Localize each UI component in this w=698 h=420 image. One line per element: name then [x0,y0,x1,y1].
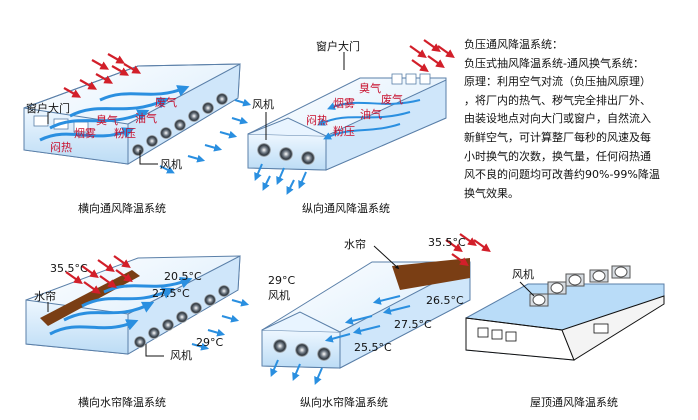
d1-oil-gas-label: 油气 [135,112,157,125]
d2-smoke-label: 烟雾 [333,97,355,110]
d4-caption: 纵向水帘降温系统 [300,396,388,409]
d1-fan-label: 风机 [160,158,182,171]
d3-caption: 横向水帘降温系统 [78,396,166,409]
d1-odor-label: 臭气 [96,114,118,127]
description-line-2: ，将厂内的热气、秽气完全排出厂外、 [464,93,651,107]
description-line-6: 风不良的问题均可改善约90%-99%降温 [464,168,660,182]
diagram-4-pointer-lines [373,245,400,270]
diagram-1-fans [132,93,228,156]
d2-window-door-label: 窗户大门 [316,40,360,53]
diagram-3-fans [134,285,230,348]
description-line-7: 换气效果。 [464,186,519,200]
d1-waste-gas-label: 废气 [155,96,177,109]
description-title: 负压通风降温系统： [464,38,563,51]
d2-waste-gas-label: 废气 [381,93,403,106]
diagram-2-building [247,73,447,171]
diagram-5-building [465,283,665,361]
d2-odor-label: 臭气 [359,82,381,95]
description-line-5: 小时换气的次数，换气量，任何闷热通 [464,149,651,163]
diagram-3-hot-air-arrows [65,255,133,295]
d2-dust-label: 粉压 [333,125,355,138]
d4-temp-27-5: 27.5°C [394,318,432,331]
d2-caption: 纵向通风降温系统 [302,202,390,215]
diagram-2-hot-air-arrows [409,39,455,73]
d2-oil-gas-label: 油气 [360,108,382,121]
description-subtitle: 负压式抽风降温系统-通风换气系统： [464,56,644,70]
description-line-1: 原理：利用空气对流（负压抽风原理） [464,75,651,89]
d5-fan-label: 风机 [512,268,534,281]
d1-heat-label: 闷热 [50,141,72,154]
diagram-4-air-flow-arrows [270,295,411,385]
diagram-1-hot-air-arrows [63,53,142,98]
d3-temp-29: 29°C [196,336,224,349]
diagram-5-roof-fans [529,265,631,307]
d3-temp-27-5: 27.5°C [152,287,190,300]
d1-window-door-label: 窗户大门 [26,102,70,115]
diagram-4-fans [273,339,331,361]
d3-water-curtain-label: 水帘 [34,290,56,303]
d1-dust-label: 粉压 [114,127,136,140]
description-line-4: 新鲜空气，可计算整厂每秒的风速及每 [464,130,651,144]
d4-fan-label: 风机 [268,289,290,302]
description-line-3: 由装设地点对向大门或窗户，自然流入 [464,112,651,126]
diagram-4-hot-air-arrows [445,233,491,267]
d5-caption: 屋顶通风降温系统 [530,396,618,409]
d2-heat-label: 闷热 [306,114,328,127]
diagram-5-pointer-lines [519,281,535,297]
diagram-1-pointer-lines [47,112,158,165]
d2-fan-label: 风机 [252,98,274,111]
diagram-3-air-flow-arrows [49,277,250,351]
description-block: 负压通风降温系统： 负压式抽风降温系统-通风换气系统： 原理：利用空气对流（负压… [464,36,692,203]
d4-water-curtain-label: 水帘 [344,238,366,251]
diagram-2-air-flow-arrows [254,99,421,195]
diagram-4-water-curtain [392,258,470,290]
diagram-2-pointer-lines [265,52,345,140]
d4-temp-25-5: 25.5°C [354,341,392,354]
d1-caption: 横向通风降温系统 [78,202,166,215]
d3-fan-label: 风机 [170,349,192,362]
d3-temp-35-5: 35.5°C [50,262,88,275]
diagram-1-air-flow-arrows [39,85,252,174]
d1-smoke-label: 烟雾 [74,127,96,140]
diagram-2-fans [257,143,315,165]
d4-temp-29: 29°C [268,274,296,287]
d3-temp-20-5: 20.5°C [164,270,202,283]
diagram-3-pointer-lines [47,302,164,357]
d4-temp-35-5: 35.5°C [428,236,466,249]
d4-temp-26-5: 26.5°C [426,294,464,307]
